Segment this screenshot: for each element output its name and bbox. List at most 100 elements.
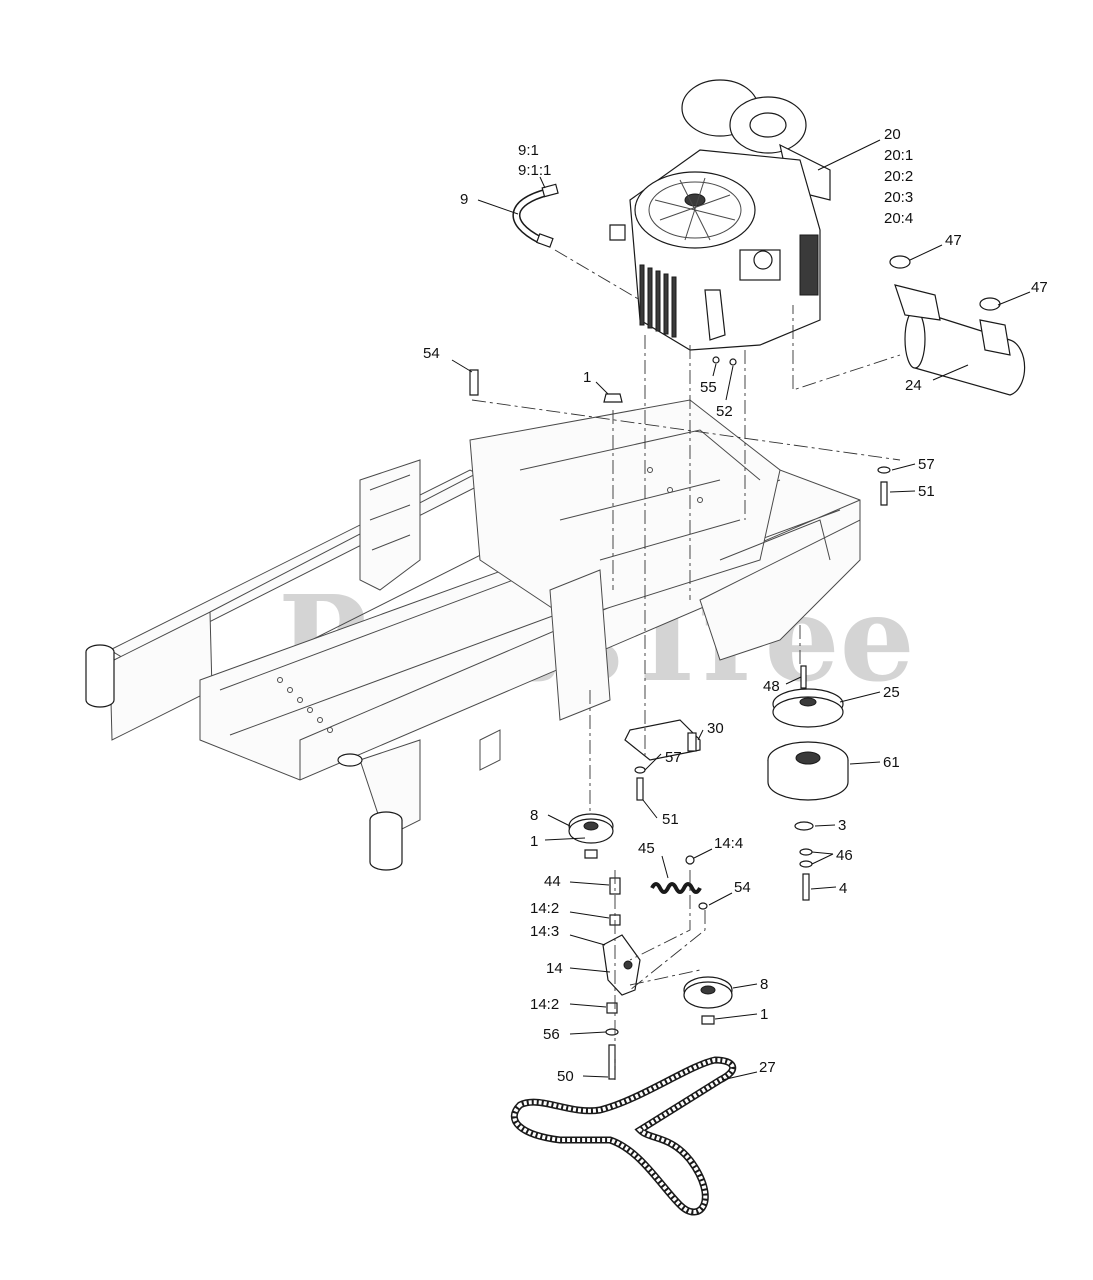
washer-3: [794, 821, 814, 831]
callout-25: 25: [883, 684, 900, 701]
idler-pulley-lower-rim: [683, 981, 733, 1009]
callout-24: 24: [905, 377, 922, 394]
nut-1-top: [603, 393, 623, 403]
leader-51-b: [642, 799, 658, 819]
idler-pulley-lower-hub: [700, 985, 716, 995]
callout-57-b: 57: [665, 749, 682, 766]
bracket-30: [624, 719, 701, 761]
leader-44: [569, 881, 610, 886]
flywheel-screen-inner: [648, 181, 742, 239]
exhaust-gasket-left: [889, 255, 911, 269]
leader-1-a: [595, 381, 609, 395]
bolt-51-right: [880, 481, 888, 506]
assembly-line-54b: [629, 910, 706, 991]
leader-54-a: [451, 359, 473, 373]
frame-small-tab: [479, 729, 501, 771]
callout-9-1-1: 9:1:1: [518, 162, 551, 179]
washer-57-right: [877, 466, 891, 474]
muffler-inlet-pipe-left: [894, 284, 941, 321]
leader-8-a: [547, 814, 571, 827]
engine-oil-fill: [753, 250, 773, 270]
callout-9-1: 9:1: [518, 142, 539, 159]
callout-47-b: 47: [1031, 279, 1048, 296]
caster-post-left: [85, 652, 115, 708]
washer-56: [605, 1028, 619, 1036]
callout-44: 44: [544, 873, 561, 890]
frame-center-upright: [549, 569, 611, 721]
callout-1-b: 1: [530, 833, 538, 850]
leader-57-b: [644, 753, 662, 771]
drive-components: [568, 665, 849, 1080]
muffler-assembly: [889, 255, 1026, 396]
leader-46: [811, 851, 834, 865]
frame-right-rail-edge: [719, 519, 831, 561]
muffler-inlet-pipe-right: [979, 319, 1011, 356]
leader-51-a: [889, 490, 916, 493]
callout-20-2: 20:2: [884, 168, 913, 185]
exhaust-gasket-right: [979, 297, 1001, 311]
leader-61: [849, 761, 881, 765]
callout-56: 56: [543, 1026, 560, 1043]
assembly-lines: [471, 249, 901, 1080]
assembly-line-pulley-lower: [629, 969, 701, 986]
leader-27: [721, 1071, 758, 1081]
callout-14-4: 14:4: [714, 835, 743, 852]
callout-61: 61: [883, 754, 900, 771]
nut-1-upper: [584, 849, 598, 859]
leader-14-4: [693, 848, 713, 859]
callout-14-3: 14:3: [530, 923, 559, 940]
air-cleaner-knob: [749, 112, 787, 138]
bolt-54-lower: [698, 902, 708, 910]
leader-25: [839, 691, 881, 703]
callout-8-a: 8: [530, 807, 538, 824]
engine-pulley-rim: [772, 696, 844, 728]
leader-4: [810, 886, 837, 890]
leader-20: [817, 139, 881, 171]
bolt-50: [608, 1044, 616, 1080]
frame-left-bracket-ribs: [369, 474, 411, 551]
engine-shaft-housing: [704, 289, 726, 341]
cylinder-fins: [639, 264, 677, 338]
assembly-line-hose: [554, 249, 641, 301]
leader-50: [582, 1075, 609, 1078]
washer-57-lower: [634, 766, 646, 774]
bolt-52: [729, 358, 737, 366]
leader-48: [785, 676, 802, 685]
leader-14-3: [569, 934, 606, 946]
callout-48: 48: [763, 678, 780, 695]
leader-45: [661, 855, 669, 879]
leader-lines: [451, 139, 1031, 1081]
callout-27: 27: [759, 1059, 776, 1076]
washer-46-b: [799, 860, 813, 868]
callout-14-2-b: 14:2: [530, 996, 559, 1013]
leader-57-a: [891, 463, 916, 471]
callout-30: 30: [707, 720, 724, 737]
callout-3: 3: [838, 817, 846, 834]
engine-assembly: [609, 79, 831, 351]
fuel-hose-fitting-top: [541, 183, 559, 198]
frame-deck-detail: [519, 429, 761, 561]
bolt-54-top: [469, 369, 479, 396]
assembly-line-54: [471, 399, 901, 461]
leader-54-b: [708, 892, 733, 906]
callout-14-2-a: 14:2: [530, 900, 559, 917]
pto-clutch-body: [767, 760, 849, 801]
leader-1-c: [714, 1013, 758, 1020]
callout-57-a: 57: [918, 456, 935, 473]
leader-1-b: [544, 837, 586, 841]
callout-55: 55: [700, 379, 717, 396]
leader-56: [569, 1031, 607, 1035]
drive-belt: [510, 1056, 736, 1216]
hardware: [469, 356, 891, 506]
frame-right-rail: [699, 519, 861, 661]
leader-14: [569, 967, 611, 973]
assembly-line-muffler: [792, 305, 901, 391]
callout-20-1: 20:1: [884, 147, 913, 164]
leader-47-a: [909, 244, 943, 261]
callout-4: 4: [839, 880, 847, 897]
leader-24: [932, 364, 969, 381]
callout-51-a: 51: [918, 483, 935, 500]
callout-labels: 9:1 9:1:1 9 20 20:1 20:2 20:3 20:4 47 47…: [423, 126, 1048, 1085]
leader-14-2-a: [569, 911, 610, 919]
